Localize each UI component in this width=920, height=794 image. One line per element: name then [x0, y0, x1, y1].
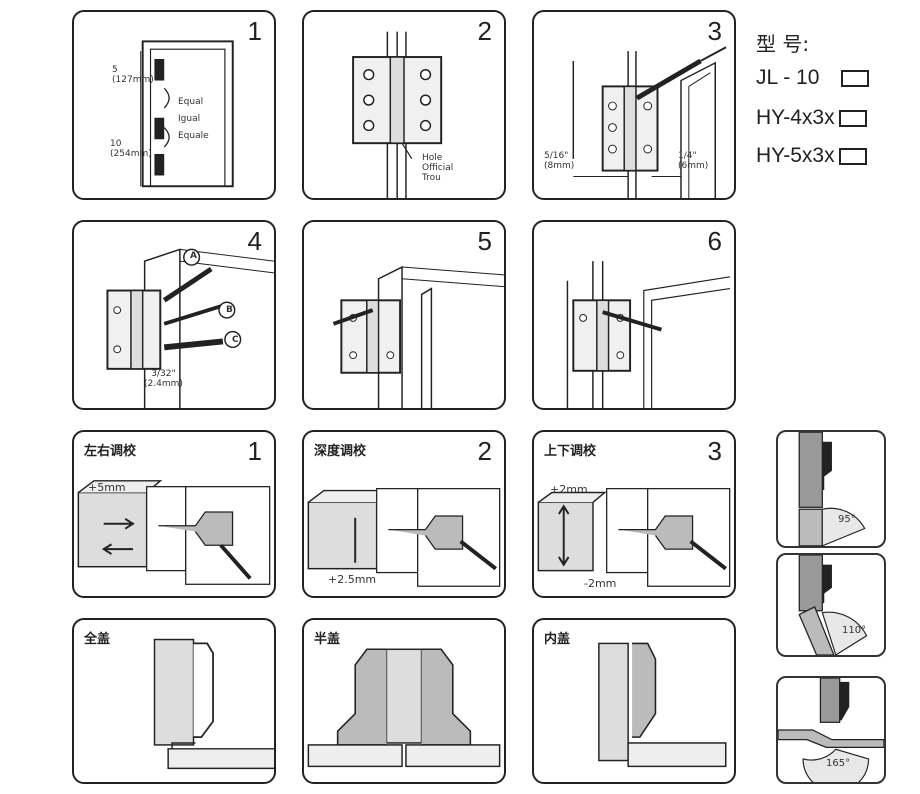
drill-size-label: 3/32" (2.4mm) [144, 369, 183, 389]
equal-label: Igual [178, 114, 201, 124]
model-row-jl10: JL - 10 [756, 66, 870, 90]
step-number: 3 [707, 436, 722, 466]
equal-label: Equal [178, 97, 204, 107]
adjust-panel-depth: 深度调校 2 +2.5mm [302, 430, 506, 598]
model-checkbox[interactable] [838, 147, 867, 165]
model-heading: 型 号: [756, 32, 810, 56]
model-checkbox[interactable] [841, 69, 870, 87]
step-number: 5 [477, 226, 492, 256]
hole-note: Hole Official Trou [422, 153, 454, 183]
step-number: 2 [477, 16, 492, 46]
angle-panel-165: 165° [776, 676, 886, 784]
equal-label: Equale [178, 131, 209, 141]
angle-label: 95° [838, 514, 856, 525]
angle-95-drawing [798, 432, 866, 546]
step-number: 2 [477, 436, 492, 466]
dimension-label: 10 (254mm) [110, 139, 152, 159]
angle-label: 110° [842, 625, 867, 636]
full-overlay-drawing [153, 638, 274, 770]
model-label: HY-4x3x [756, 106, 835, 129]
hinge-template-drawing [352, 31, 443, 198]
step-number: 6 [707, 226, 722, 256]
depth-adjust-drawing [307, 487, 501, 587]
inset-drawing [598, 642, 727, 768]
dimension-label: 5/16" (8mm) [544, 151, 575, 171]
adjust-title: 深度调校 [314, 444, 367, 459]
model-row-hy4: HY-4x3x [756, 106, 867, 130]
angle-110-drawing [798, 555, 868, 655]
angle-panel-95: 95° [776, 430, 886, 548]
drill-pilot-holes-drawing [106, 248, 274, 408]
adjust-range: +2mm [550, 483, 588, 496]
overlay-title: 半盖 [314, 632, 341, 647]
half-overlay-drawing [307, 648, 501, 768]
step-number: 1 [247, 436, 262, 466]
adjust-range: +2.5mm [328, 573, 377, 586]
dimension-label: 1/4" (6mm) [678, 151, 709, 171]
attach-hinge-door-drawing [332, 265, 504, 408]
step-number: 1 [247, 16, 262, 46]
marker-b: B [226, 305, 233, 315]
model-label: HY-5x3x [756, 144, 835, 167]
adjust-panel-left-right: 左右调校 1 +5mm [72, 430, 276, 598]
step-panel-1: 1 5 (127mm) 10 (254mm) Equal Igual Equal… [72, 10, 276, 200]
step-panel-6: 6 [532, 220, 736, 410]
adjust-range: +5mm [88, 481, 126, 494]
half-overlay-panel: 半盖 [302, 618, 506, 784]
step-panel-5: 5 [302, 220, 506, 410]
inset-panel: 内盖 [532, 618, 736, 784]
marker-a: A [190, 251, 197, 261]
model-row-hy5: HY-5x3x [756, 144, 867, 168]
adjust-title: 左右调校 [84, 444, 137, 459]
marker-c: C [232, 335, 239, 345]
door-hinge-spacing-drawing [140, 40, 234, 188]
adjust-panel-up-down: 上下调校 3 +2mm -2mm [532, 430, 736, 598]
model-label: JL - 10 [756, 66, 820, 89]
dimension-label: 5 (127mm) [112, 65, 154, 85]
angle-label: 165° [826, 758, 851, 769]
overlay-title: 内盖 [544, 632, 571, 647]
left-right-adjust-drawing [77, 480, 271, 585]
adjust-range: -2mm [584, 577, 617, 590]
step-panel-4: 4 A B C 3/32" (2.4mm) [72, 220, 276, 410]
hinge-position-drawing [572, 46, 727, 198]
overlay-title: 全盖 [84, 632, 111, 647]
step-panel-2: 2 Hole Official Trou [302, 10, 506, 200]
model-checkbox[interactable] [838, 109, 867, 127]
step-number: 3 [707, 16, 722, 46]
step-panel-3: 3 5/16" (8mm) 1/4" (6mm) [532, 10, 736, 200]
up-down-adjust-drawing [537, 487, 731, 587]
full-overlay-panel: 全盖 [72, 618, 276, 784]
angle-panel-110: 110° [776, 553, 886, 657]
attach-hinge-frame-drawing [566, 261, 731, 408]
step-number: 4 [247, 226, 262, 256]
adjust-title: 上下调校 [544, 444, 597, 459]
angle-165-drawing [778, 678, 884, 782]
